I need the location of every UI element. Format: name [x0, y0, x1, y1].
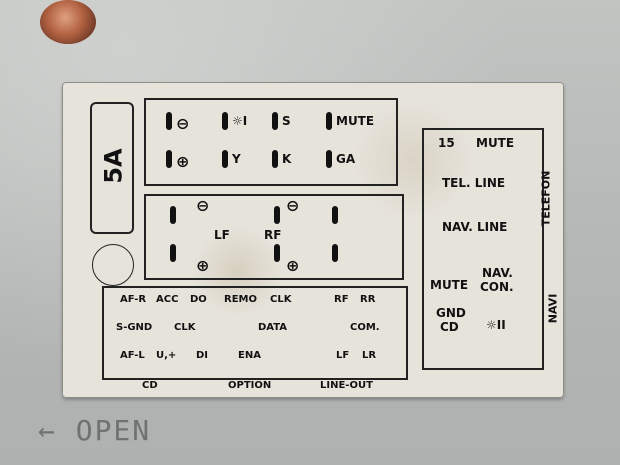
- pin-label: [166, 112, 172, 130]
- pin-label: NAV. LINE: [442, 220, 508, 234]
- pin-label: ☼II: [486, 318, 506, 332]
- pin-label: DI: [196, 350, 209, 361]
- power-connector: ⊖ ☼I S MUTE ⊕ Y K GA: [144, 98, 398, 186]
- pin-label: [274, 206, 280, 224]
- cd-option-lineout-connector: AF-R ACC DO S-GND CLK AF-L U,+ DI REMO C…: [102, 286, 408, 380]
- fuse-box: 5A: [90, 102, 134, 234]
- pin-label: CLK: [270, 294, 292, 305]
- pin-label: [272, 150, 278, 168]
- pin-label: TEL. LINE: [442, 176, 506, 190]
- pin-label: U,+: [156, 350, 177, 361]
- pin-label: MUTE: [476, 136, 515, 150]
- pin-label: ⊖: [196, 196, 210, 215]
- pin-label: ⊕: [176, 152, 190, 171]
- pin-label: AF-R: [120, 294, 147, 305]
- open-direction-label: ← OPEN: [38, 414, 152, 447]
- screw-icon: [40, 0, 96, 44]
- pin-label: DATA: [258, 322, 288, 333]
- pin-label: S: [282, 114, 291, 128]
- pin-label: [272, 112, 278, 130]
- pin-label: GA: [336, 152, 356, 166]
- pin-label: CLK: [174, 322, 196, 333]
- pin-label: S-GND: [116, 322, 153, 333]
- pin-label: [326, 112, 332, 130]
- navi-label: NAVI: [546, 293, 560, 324]
- option-label: OPTION: [228, 380, 272, 391]
- pin-label: LR: [362, 350, 377, 361]
- pin-label: [222, 112, 228, 130]
- left-front-label: LF: [214, 228, 230, 242]
- telefon-label: TELEFON: [539, 170, 553, 227]
- fuse-hole: [92, 244, 134, 286]
- pin-label: CD: [440, 320, 459, 334]
- pin-label: [332, 244, 338, 262]
- pin-label: LF: [336, 350, 350, 361]
- pin-label: ⊕: [286, 256, 300, 275]
- pin-label: [170, 206, 176, 224]
- pin-label: MUTE: [336, 114, 375, 128]
- pin-label: NAV.: [482, 266, 513, 280]
- pin-label: CON.: [480, 280, 514, 294]
- pin-label: MUTE: [430, 278, 469, 292]
- pin-label: [274, 244, 280, 262]
- pin-label: REMO: [224, 294, 257, 305]
- pin-label: COM.: [350, 322, 380, 333]
- pin-label: ⊖: [286, 196, 300, 215]
- right-front-label: RF: [264, 228, 282, 242]
- pin-label: DO: [190, 294, 207, 305]
- pin-label: ACC: [156, 294, 179, 305]
- speaker-connector: LF ⊖ ⊕ RF ⊖ ⊕: [144, 194, 404, 280]
- pin-label: GND: [436, 306, 466, 320]
- pin-label: RF: [334, 294, 349, 305]
- cd-label: CD: [142, 380, 158, 391]
- pin-label: ENA: [238, 350, 261, 361]
- pin-label: ⊖: [176, 114, 190, 133]
- pin-label: [170, 244, 176, 262]
- connector-label: 5A ⊖ ☼I S MUTE ⊕ Y K GA LF ⊖ ⊕ RF ⊖ ⊕ AF…: [62, 82, 564, 398]
- pin-label: [332, 206, 338, 224]
- pin-label: Y: [232, 152, 241, 166]
- pin-label: AF-L: [120, 350, 145, 361]
- pin-label: K: [282, 152, 292, 166]
- pin-label: [222, 150, 228, 168]
- pin-label: 15: [438, 136, 455, 150]
- fuse-rating: 5A: [99, 148, 128, 184]
- pin-label: [166, 150, 172, 168]
- pin-label: ☼I: [232, 114, 248, 128]
- pin-label: RR: [360, 294, 376, 305]
- telefon-navi-connector: 15 MUTE TEL. LINE NAV. LINE MUTE NAV. CO…: [422, 128, 544, 370]
- lineout-label: LINE-OUT: [320, 380, 373, 391]
- pin-label: [326, 150, 332, 168]
- pin-label: ⊕: [196, 256, 210, 275]
